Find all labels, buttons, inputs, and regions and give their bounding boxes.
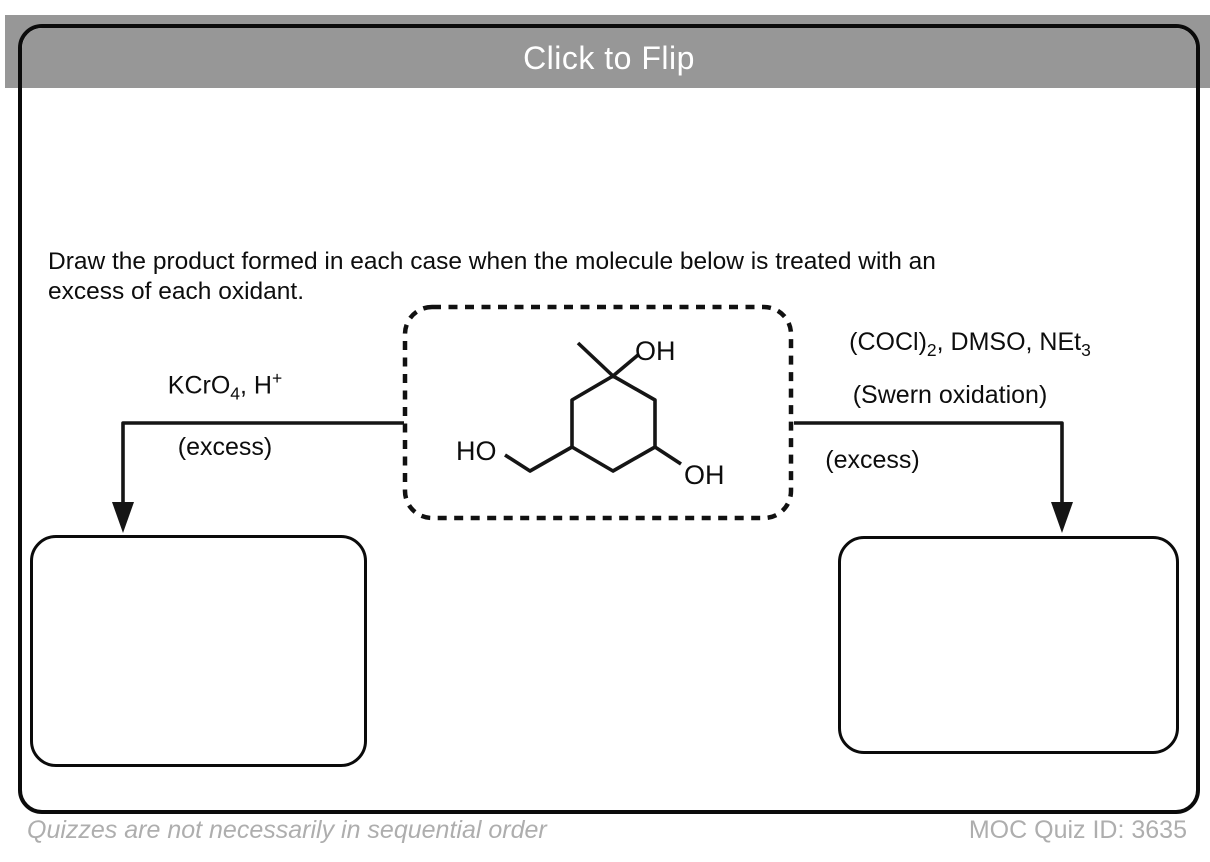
right-reagent-sub3: 3 [1081, 340, 1091, 360]
hydroxymethyl-bonds [504, 445, 573, 473]
left-reagent-acid: , H [240, 371, 272, 400]
right-reagent-oxalyl: (COCl) [849, 328, 927, 356]
right-reagent-sub2: 2 [926, 340, 937, 360]
left-reagent-formula: KCrO [167, 371, 231, 400]
footer-quiz-id: MOC Quiz ID: 3635 [968, 816, 1187, 844]
answer-box-left [30, 535, 367, 767]
top-oh-label: OH [635, 336, 676, 366]
cyclohexane-ring [570, 374, 657, 473]
right-reagents: (COCl)2, DMSO, NEt3 [810, 328, 1130, 361]
footer-sequential-note: Quizzes are not necessarily in sequentia… [27, 816, 547, 844]
left-excess-note: (excess) [177, 433, 273, 461]
right-reagent-dmso-net: , DMSO, NEt [936, 328, 1082, 356]
question-line-2: excess of each oxidant. [48, 278, 305, 305]
molecule-figure: OH HO OH [402, 304, 794, 521]
right-reaction-name: (Swern oxidation) [852, 381, 1048, 409]
right-reaction-arrow [794, 421, 1073, 533]
flip-banner[interactable]: Click to Flip [22, 28, 1196, 88]
right-oh-bond [654, 445, 682, 466]
right-oh-label: OH [684, 460, 725, 490]
question-line-1: Draw the product formed in each case whe… [48, 248, 936, 275]
left-arrowhead [112, 502, 134, 533]
flip-banner-label: Click to Flip [523, 39, 695, 76]
right-excess-note: (excess) [825, 446, 920, 474]
left-reagent-superscript: + [271, 368, 283, 388]
right-arrow-line [794, 421, 1064, 504]
question-text: Draw the product formed in each case whe… [48, 247, 1158, 307]
left-arrow-line [121, 421, 404, 504]
top-oh-bond [611, 353, 640, 378]
dashed-box [402, 304, 794, 521]
left-reaction-arrow [112, 421, 404, 533]
answer-box-right [838, 536, 1179, 754]
left-ho-label: HO [456, 436, 497, 466]
left-reagents: KCrO4, H+ [150, 368, 300, 404]
methyl-bond [576, 341, 615, 378]
right-arrowhead [1051, 502, 1073, 533]
left-reagent-subscript: 4 [230, 383, 241, 404]
